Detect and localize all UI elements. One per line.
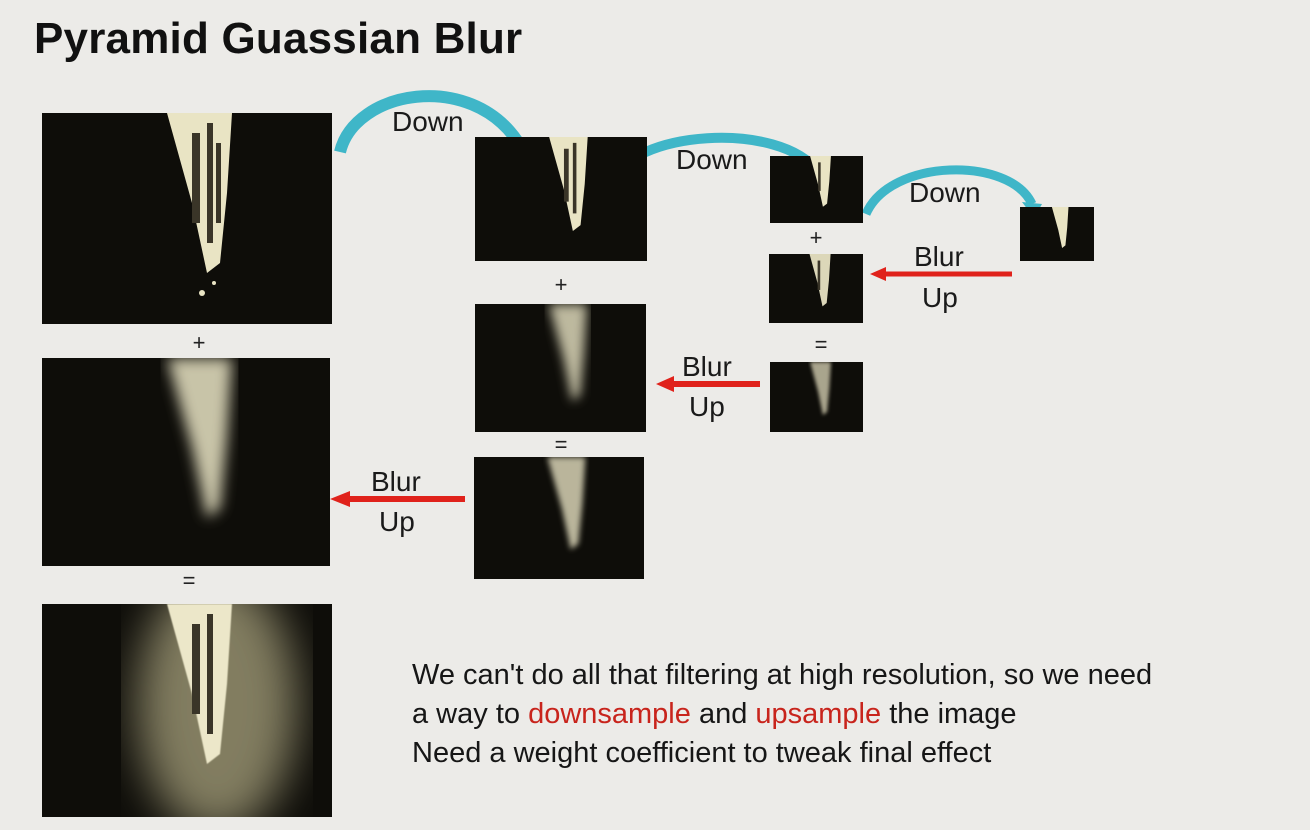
down-label-3: Down (909, 177, 981, 208)
caption-text: and (690, 698, 756, 730)
highlight-downsample: downsample (528, 698, 691, 730)
equals-sign: = (814, 332, 828, 357)
caption-text: a way to (412, 698, 529, 730)
blur-label-3: Blur (371, 466, 421, 497)
plus-sign: + (554, 272, 568, 297)
plus-sign: + (809, 225, 823, 250)
image-downsample-eighth (1020, 207, 1094, 261)
image-original (42, 113, 332, 324)
up-label-3: Up (379, 506, 415, 537)
caption: We can't do all that filtering at high r… (412, 656, 1272, 773)
image-combined-half (474, 457, 644, 579)
down-label-2: Down (676, 144, 748, 175)
image-result (42, 604, 332, 817)
blur-label-2: Blur (682, 351, 732, 382)
image-blurred-half (475, 304, 646, 432)
highlight-upsample: upsample (755, 698, 882, 730)
down-label-1: Down (392, 106, 464, 137)
image-combined-quarter (770, 362, 863, 432)
equals-sign: = (182, 568, 196, 593)
caption-line-2: a way to downsample and upsample the ima… (412, 695, 1272, 734)
caption-line-1: We can't do all that filtering at high r… (412, 659, 1153, 691)
caption-line-3: Need a weight coefficient to tweak final… (412, 737, 992, 769)
equals-sign: = (554, 432, 568, 457)
image-downsample-half (475, 137, 647, 261)
slide-title: Pyramid Guassian Blur (34, 14, 523, 63)
up-label-2: Up (689, 391, 725, 422)
caption-text: the image (881, 698, 1017, 730)
blur-label-1: Blur (914, 241, 964, 272)
image-downsample-quarter (770, 156, 863, 223)
plus-sign: + (192, 330, 206, 355)
image-blurred-quarter (769, 254, 863, 323)
image-blurred-large (42, 358, 330, 566)
up-label-1: Up (922, 282, 958, 313)
